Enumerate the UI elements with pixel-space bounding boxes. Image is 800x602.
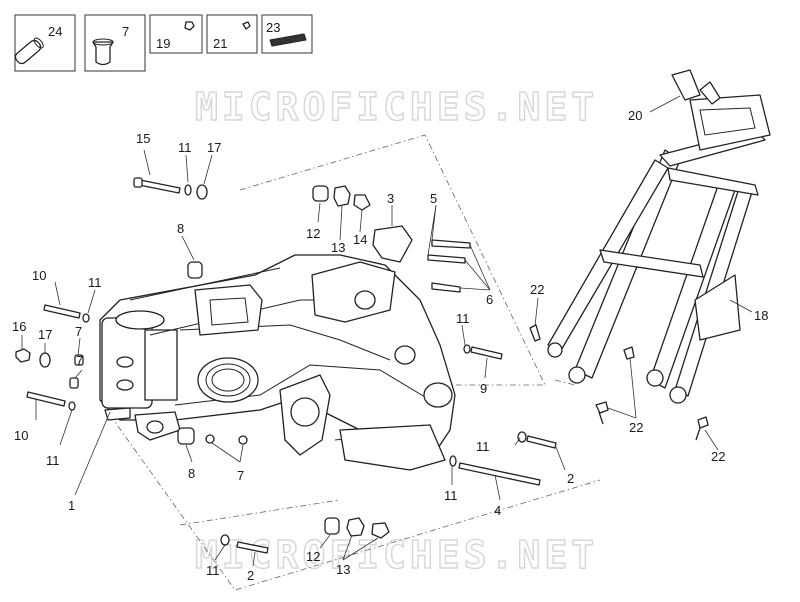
assembly-boundary-upper	[239, 134, 546, 386]
callout-7: 7	[237, 468, 244, 483]
kit-box-24: 24	[14, 14, 76, 72]
callout-11: 11	[88, 275, 102, 290]
callout-10: 10	[14, 428, 28, 443]
kit-box-24-label: 24	[48, 24, 62, 39]
callout-5: 5	[430, 191, 437, 206]
callout-17: 17	[207, 140, 221, 155]
callout-6: 6	[486, 292, 493, 307]
callout-11: 11	[476, 439, 490, 454]
callout-22: 22	[711, 449, 725, 464]
kit-box-7: 7	[84, 14, 146, 72]
kit-box-21-label: 21	[213, 36, 227, 51]
watermark-top: MICROFICHES.NET	[195, 85, 598, 129]
callout-labels: 15 11 17 8 10 11 7 16 17 7 10 11 1 8 7 1…	[12, 108, 768, 583]
callout-11: 11	[456, 311, 470, 326]
callout-22: 22	[629, 420, 643, 435]
kit-box-19-label: 19	[156, 36, 170, 51]
callout-12: 12	[306, 549, 320, 564]
callout-13: 13	[336, 562, 350, 577]
callout-2: 2	[567, 471, 574, 486]
callout-16: 16	[12, 319, 26, 334]
callout-8: 8	[188, 466, 195, 481]
callout-11: 11	[206, 563, 220, 578]
callout-17: 17	[38, 327, 52, 342]
callout-14: 14	[353, 232, 367, 247]
kit-box-21: 21	[206, 14, 258, 54]
assembly-boundary-bottom	[179, 499, 341, 526]
callout-11: 11	[178, 140, 192, 155]
callout-2: 2	[247, 568, 254, 583]
callout-4: 4	[494, 503, 501, 518]
callout-22: 22	[530, 282, 544, 297]
callout-1: 1	[68, 498, 75, 513]
callout-18: 18	[754, 308, 768, 323]
callout-7: 7	[76, 353, 83, 368]
callout-20: 20	[628, 108, 642, 123]
kit-box-19: 19	[149, 14, 203, 54]
main-frame	[99, 254, 456, 471]
callout-3: 3	[387, 191, 394, 206]
assembly-boundary-right	[554, 379, 576, 386]
leader-lines	[21, 95, 753, 567]
watermark-bottom: MICROFICHES.NET	[195, 533, 598, 577]
callout-15: 15	[136, 131, 150, 146]
callout-8: 8	[177, 221, 184, 236]
rear-subframe	[547, 69, 771, 404]
callout-9: 9	[480, 381, 487, 396]
callout-11: 11	[46, 453, 60, 468]
kit-box-23: 23	[261, 14, 313, 54]
kit-box-7-label: 7	[122, 24, 129, 39]
hardware	[15, 177, 709, 554]
callout-11: 11	[444, 488, 458, 503]
callout-10: 10	[32, 268, 46, 283]
assembly-boundary-lower	[109, 414, 601, 591]
callout-13: 13	[331, 240, 345, 255]
callout-12: 12	[306, 226, 320, 241]
callout-7: 7	[75, 324, 82, 339]
kit-box-23-label: 23	[266, 20, 280, 35]
